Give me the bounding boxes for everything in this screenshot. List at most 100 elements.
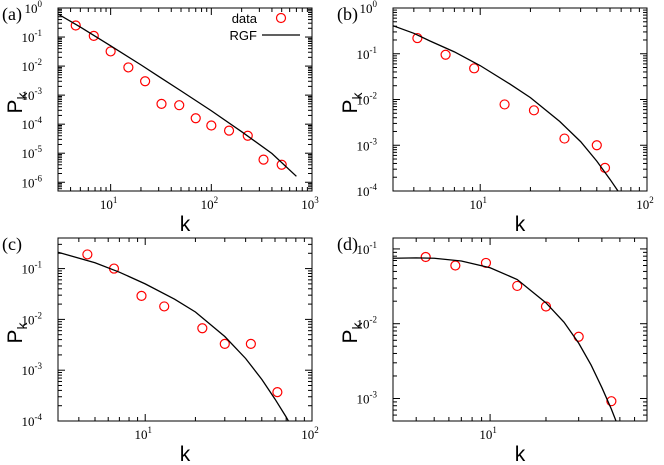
- data-point: [242, 130, 253, 141]
- tick-base: 10: [22, 146, 35, 161]
- tick-base: 10: [22, 30, 35, 45]
- x-axis-label: k: [515, 213, 526, 236]
- tick-base: 10: [22, 262, 35, 277]
- tick-base: 10: [469, 197, 482, 212]
- tick-base: 10: [22, 312, 35, 327]
- tick-exponent: -2: [370, 91, 378, 101]
- y-tick-label: 10-1: [22, 28, 43, 45]
- tick-exponent: -3: [35, 361, 43, 371]
- tick-base: 10: [301, 197, 314, 212]
- data-point: [412, 32, 423, 44]
- y-axis-label-sub: k: [349, 321, 365, 329]
- data-point: [156, 98, 167, 109]
- tick-base: 10: [360, 1, 373, 16]
- y-tick-label: 10-2: [22, 310, 43, 327]
- tick-base: 10: [22, 117, 35, 132]
- y-tick-label: 10-6: [22, 173, 43, 190]
- tick-exponent: 3: [314, 195, 319, 205]
- tick-exponent: 1: [113, 195, 118, 205]
- panel-label: (b): [337, 4, 358, 25]
- tick-exponent: -4: [370, 182, 378, 192]
- series-group: [58, 249, 290, 421]
- data-point: [540, 301, 552, 312]
- plot-frame: [392, 7, 648, 192]
- tick-base: 10: [357, 138, 370, 153]
- data-point: [197, 323, 208, 334]
- x-tick-label: 102: [201, 195, 219, 212]
- x-axis-label: k: [180, 443, 191, 465]
- data-point: [450, 260, 461, 271]
- tick-exponent: 0: [38, 0, 43, 9]
- tick-exponent: 1: [147, 425, 152, 435]
- tick-exponent: -2: [35, 310, 43, 320]
- tick-base: 10: [22, 414, 35, 429]
- tick-exponent: -1: [370, 240, 378, 250]
- data-point: [223, 125, 235, 136]
- data-point: [420, 251, 431, 263]
- data-point: [559, 133, 570, 144]
- y-tick-label: 10-5: [22, 144, 43, 161]
- data-point: [440, 49, 451, 60]
- series-group: [393, 25, 619, 191]
- tick-base: 10: [25, 1, 38, 16]
- data-point: [591, 140, 602, 151]
- data-point: [499, 99, 510, 110]
- y-tick-label: 10-2: [357, 91, 378, 108]
- y-tick-label: 100: [25, 0, 43, 16]
- tick-exponent: -3: [370, 389, 378, 399]
- series-group: [58, 13, 297, 177]
- y-tick-label: 10-4: [22, 412, 43, 429]
- tick-base: 10: [22, 59, 35, 74]
- series-line-rgf: [58, 13, 297, 177]
- tick-exponent: 2: [314, 425, 319, 435]
- series-line-rgf: [393, 25, 619, 191]
- tick-exponent: -1: [35, 28, 43, 38]
- tick-exponent: -6: [35, 173, 43, 183]
- y-tick-label: 10-1: [22, 260, 43, 277]
- tick-base: 10: [357, 317, 370, 332]
- x-tick-label: 102: [301, 425, 319, 442]
- y-axis-label-main: P: [339, 329, 362, 343]
- tick-base: 10: [357, 184, 370, 199]
- data-point: [276, 159, 287, 170]
- axis-ticks: [57, 237, 313, 422]
- legend-label: RGF: [230, 28, 258, 43]
- data-point: [105, 46, 116, 57]
- y-axis-label: Pk: [339, 91, 365, 113]
- data-point: [140, 76, 151, 87]
- series-line-rgf: [58, 251, 290, 421]
- y-tick-label: 10-3: [357, 389, 378, 406]
- x-tick-label: 101: [134, 425, 152, 442]
- panel-label: (c): [2, 234, 22, 255]
- y-axis-label-main: P: [4, 329, 27, 343]
- data-point: [174, 100, 185, 111]
- y-tick-label: 10-1: [357, 45, 378, 62]
- tick-base: 10: [357, 93, 370, 108]
- tick-exponent: -1: [35, 260, 43, 270]
- y-tick-label: 10-3: [22, 361, 43, 378]
- data-point: [245, 338, 256, 349]
- y-tick-label: 10-2: [22, 57, 43, 74]
- data-point: [219, 338, 230, 349]
- data-point: [206, 120, 217, 131]
- data-point: [70, 20, 81, 31]
- tick-exponent: 0: [373, 0, 378, 9]
- data-point: [136, 290, 147, 301]
- tick-base: 10: [134, 427, 147, 442]
- data-point: [82, 249, 93, 260]
- data-point: [88, 30, 99, 41]
- tick-exponent: -4: [35, 412, 43, 422]
- y-tick-label: 10-3: [357, 136, 378, 153]
- x-tick-label: 101: [100, 195, 118, 212]
- x-axis-label: k: [180, 213, 191, 236]
- x-axis-label: k: [515, 443, 526, 465]
- axis-ticks: [392, 238, 648, 422]
- y-tick-label: 10-3: [22, 86, 43, 103]
- tick-exponent: -2: [370, 315, 378, 325]
- tick-exponent: -3: [35, 86, 43, 96]
